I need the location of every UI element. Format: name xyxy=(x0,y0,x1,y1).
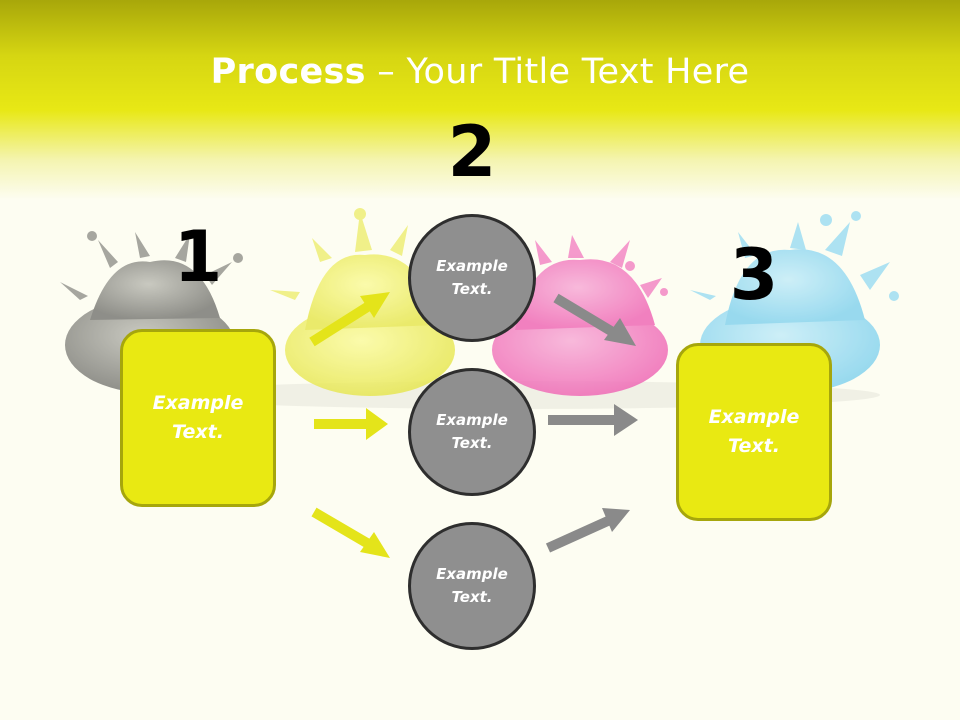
slide-title: Process – Your Title Text Here xyxy=(0,52,960,92)
step-number-2: 2 xyxy=(447,111,497,193)
circle-bottom-text: Example Text. xyxy=(436,565,508,606)
circle-top-text: Example Text. xyxy=(436,257,508,298)
gray-arrow-right-icon xyxy=(548,404,638,436)
title-separator: – xyxy=(365,52,407,92)
header-band xyxy=(0,0,960,200)
step-number-3: 3 xyxy=(729,234,779,316)
circle-middle-text: Example Text. xyxy=(436,411,508,452)
step-number-1: 1 xyxy=(173,216,223,298)
title-strong: Process xyxy=(210,52,366,92)
title-rest: Your Title Text Here xyxy=(406,52,750,92)
circle-bottom[interactable]: Example Text. xyxy=(408,522,536,650)
yellow-arrow-down-icon xyxy=(311,507,390,558)
step-1-box[interactable]: Example Text. xyxy=(120,329,276,507)
step-1-text: Example Text. xyxy=(152,392,244,443)
step-3-box[interactable]: Example Text. xyxy=(676,343,832,521)
circle-top[interactable]: Example Text. xyxy=(408,214,536,342)
yellow-arrow-up-icon xyxy=(309,292,390,347)
gray-arrow-down-icon xyxy=(553,293,636,346)
yellow-arrow-right-icon xyxy=(314,408,388,440)
gray-arrow-up-icon xyxy=(545,508,630,553)
circle-middle[interactable]: Example Text. xyxy=(408,368,536,496)
step-3-text: Example Text. xyxy=(708,406,800,457)
